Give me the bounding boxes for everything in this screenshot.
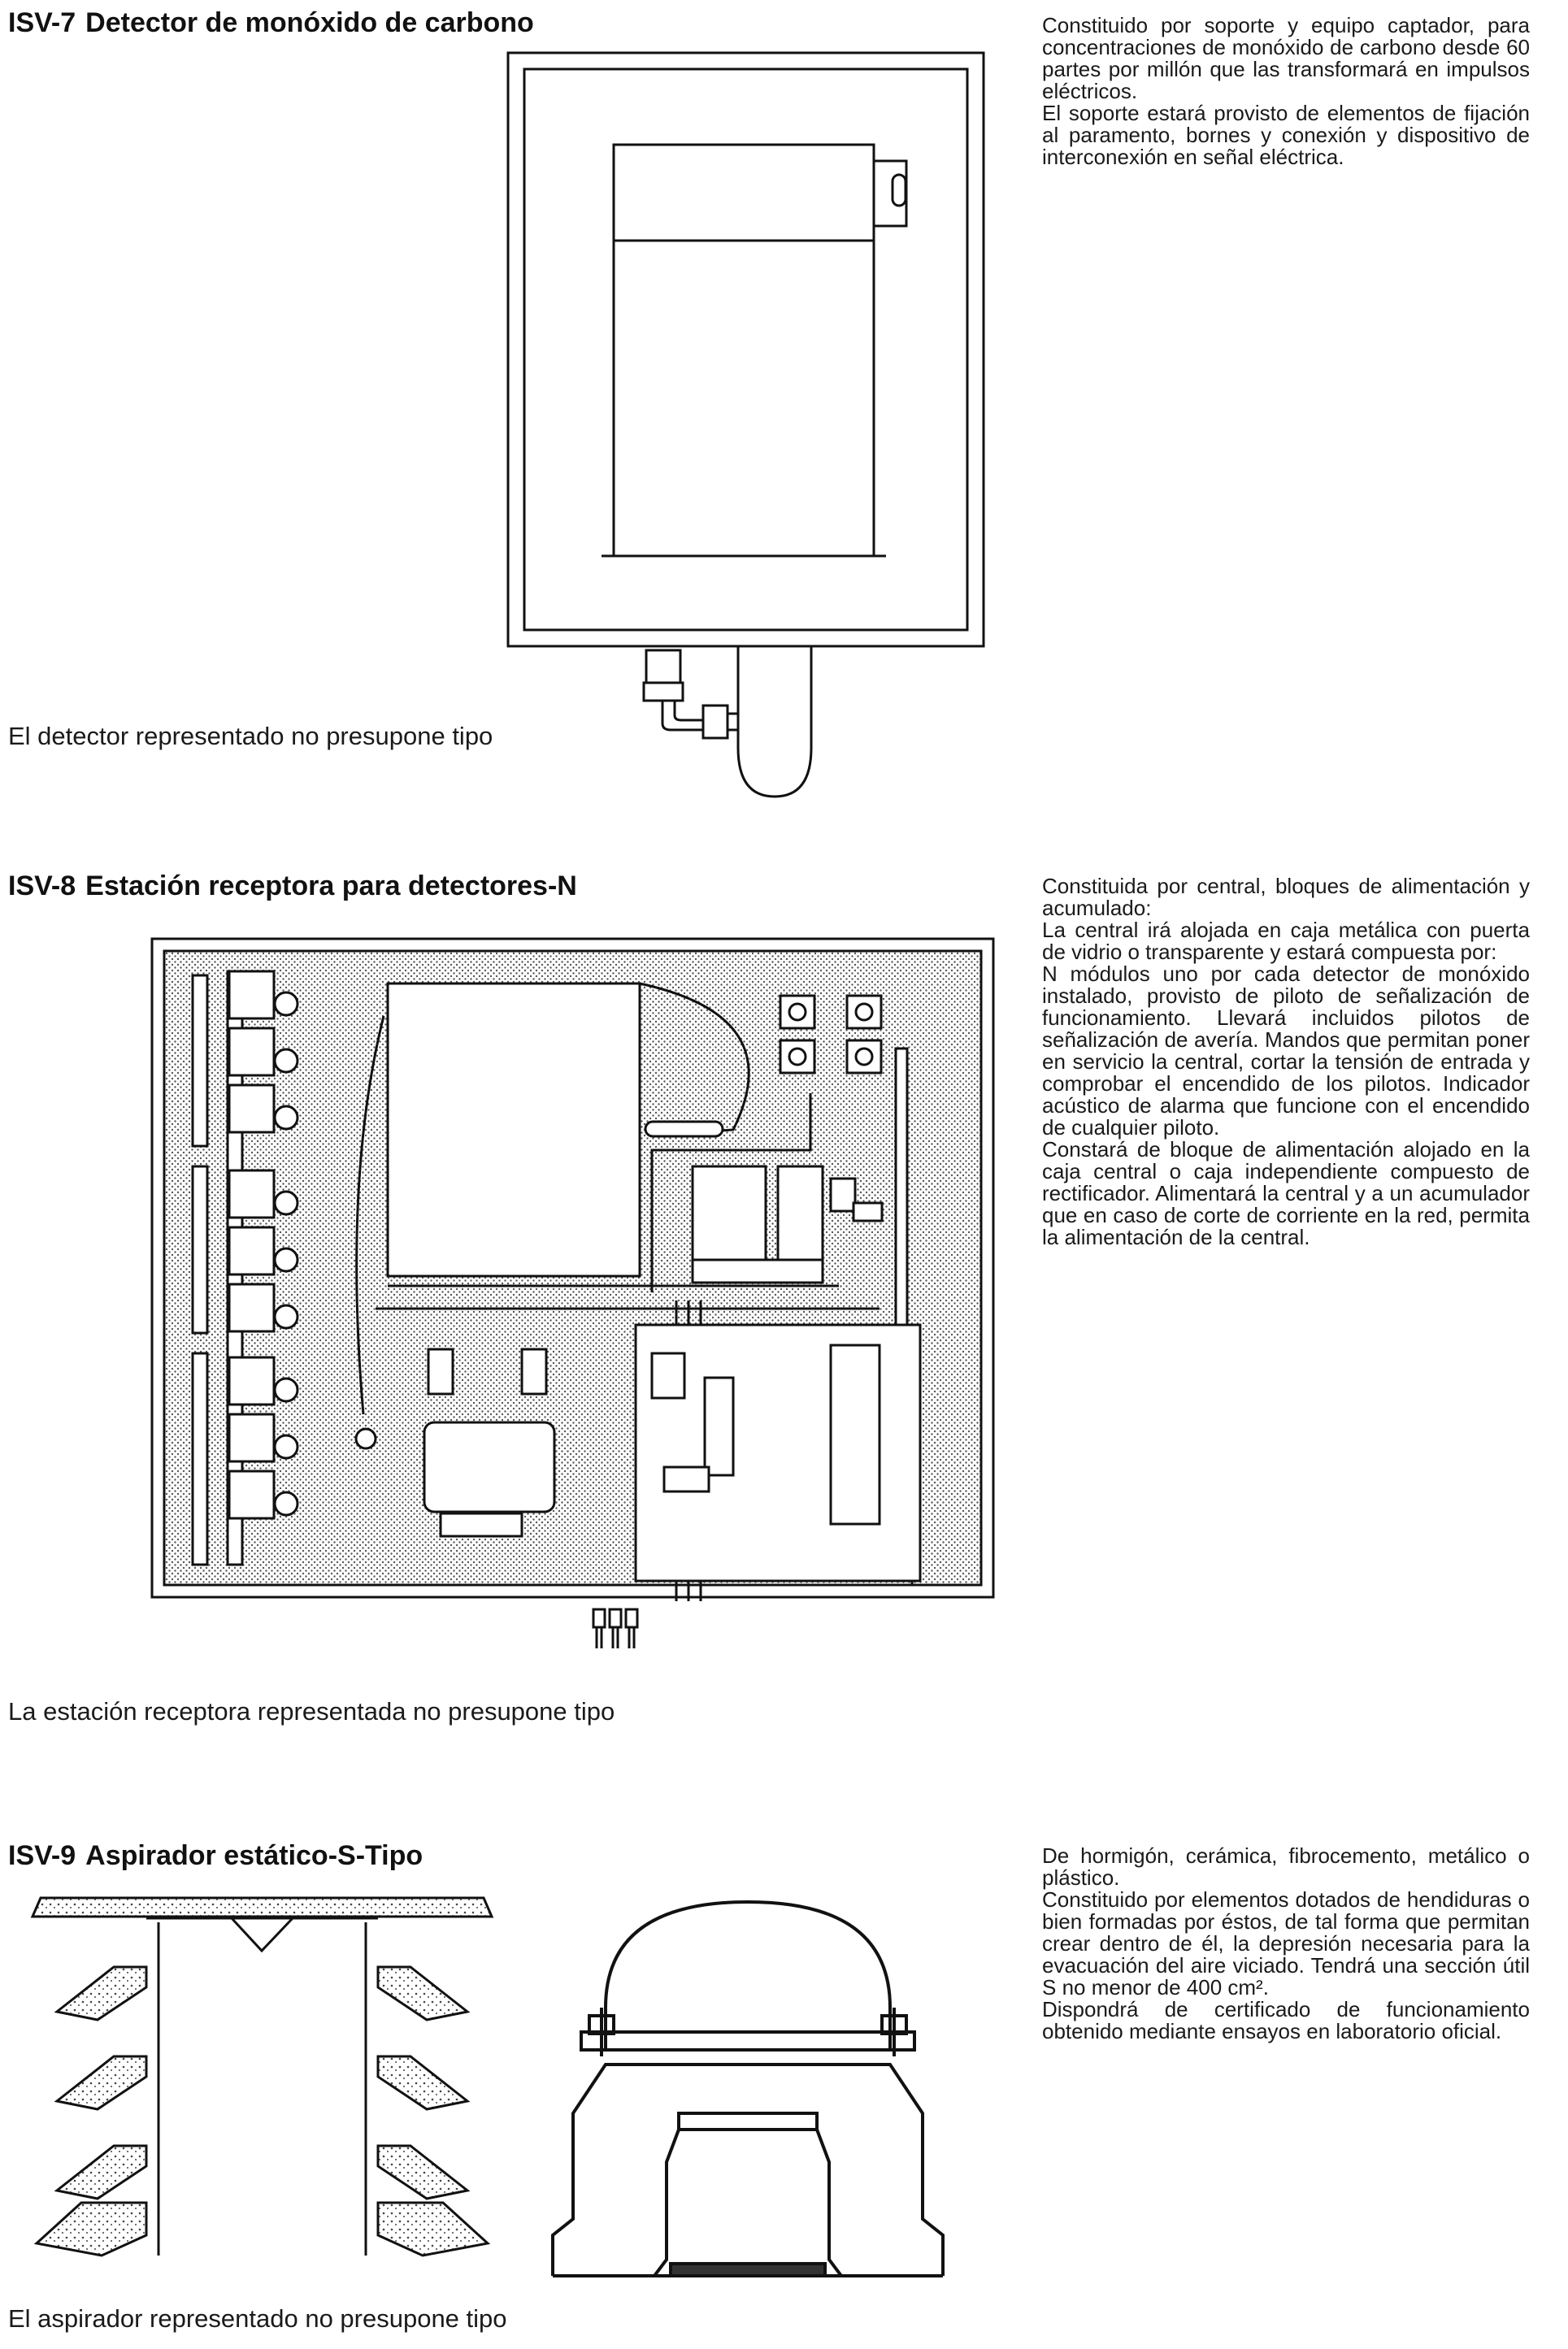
section-description-isv8: Constituida por central, bloques de alim…: [1042, 875, 1530, 1248]
section-title-text: Estación receptora para detectores-N: [85, 871, 577, 901]
co-detector-drawing: [506, 51, 985, 798]
section-title-text: Detector de monóxido de carbono: [85, 7, 534, 38]
power-block: [423, 1323, 922, 1583]
description-paragraph: Dispondrá de certificado de funcionamien…: [1042, 1997, 1530, 2043]
section-description-isv9: De hormigón, cerámica, fibrocemento, met…: [1042, 1845, 1530, 2043]
description-paragraph: Constará de bloque de alimentación aloja…: [1042, 1137, 1530, 1249]
section-code: ISV-8: [8, 871, 76, 901]
description-paragraph: De hormigón, cerámica, fibrocemento, met…: [1042, 1843, 1530, 1890]
indicator-panel: [691, 994, 909, 1355]
figure-caption-isv8: La estación receptora representada no pr…: [8, 1697, 615, 1726]
section-title-isv7: ISV-7 Detector de monóxido de carbono: [8, 7, 534, 39]
description-paragraph: Constituido por soporte y equipo captado…: [1042, 13, 1530, 103]
receiver-station-drawing: [150, 937, 995, 1648]
description-paragraph: El soporte estará provisto de elementos …: [1042, 101, 1530, 169]
description-paragraph: N módulos uno por cada detector de monóx…: [1042, 962, 1530, 1140]
static-aspirator-elevation-drawing: [30, 1896, 494, 2257]
section-title-isv9: ISV-9 Aspirador estático-S-Tipo: [8, 1839, 423, 1872]
cable-outlets: [592, 1608, 639, 1648]
section-code: ISV-7: [8, 7, 76, 38]
figure-caption-isv9: El aspirador representado no presupone t…: [8, 2304, 507, 2333]
section-title-text: Aspirador estático-S-Tipo: [85, 1840, 423, 1871]
description-paragraph: La central irá alojada en caja metálica …: [1042, 918, 1530, 964]
figure-caption-isv7: El detector representado no presupone ti…: [8, 722, 493, 750]
central-unit: [354, 982, 750, 1450]
detector-modules: [191, 970, 299, 1566]
section-description-isv7: Constituido por soporte y equipo captado…: [1042, 15, 1530, 168]
static-aspirator-section-drawing: [551, 1900, 945, 2277]
description-paragraph: Constituida por central, bloques de alim…: [1042, 874, 1530, 920]
description-paragraph: Constituido por elementos dotados de hen…: [1042, 1887, 1530, 1999]
section-title-isv8: ISV-8 Estación receptora para detectores-…: [8, 870, 577, 902]
section-code: ISV-9: [8, 1840, 76, 1871]
